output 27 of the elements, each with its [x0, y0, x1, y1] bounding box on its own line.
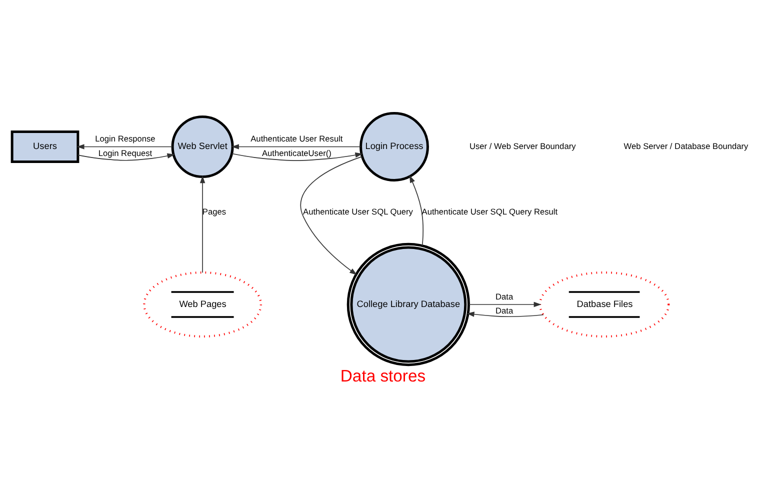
label: User / Web Server Boundary: [469, 140, 576, 151]
node-circle: Login Process: [360, 112, 429, 182]
node-ellipse: Web Pages: [143, 271, 262, 338]
edge-label: Authenticate User SQL Query Result: [422, 206, 558, 216]
edge-label: AuthenticateUser(): [262, 148, 332, 158]
edge-label: Authenticate User SQL Query: [303, 206, 413, 216]
arrow: [78, 153, 175, 161]
node-circle: Web Servlet: [171, 115, 234, 178]
arrow: [466, 312, 544, 318]
node-box: Users: [10, 130, 80, 163]
edge-label: Data: [496, 306, 514, 316]
arrow: [200, 176, 206, 273]
label: Web Server / Database Boundary: [624, 140, 748, 151]
caption: Data stores: [340, 366, 426, 386]
edge-label: Data: [496, 291, 514, 302]
arrow: [409, 175, 424, 246]
arrow: [300, 156, 363, 276]
edge-label: Login Response: [95, 134, 156, 144]
arrow: [231, 144, 362, 150]
edge-label: Authenticate User Result: [250, 134, 343, 144]
node-ellipse: Datbase Files: [538, 271, 670, 338]
arrow: [232, 152, 363, 161]
arrow: [468, 302, 542, 308]
edge-label: Login Request: [98, 148, 152, 158]
arrow: [76, 144, 173, 150]
edge-label: Pages: [202, 206, 226, 216]
node-circle: College Library Database: [346, 242, 470, 366]
